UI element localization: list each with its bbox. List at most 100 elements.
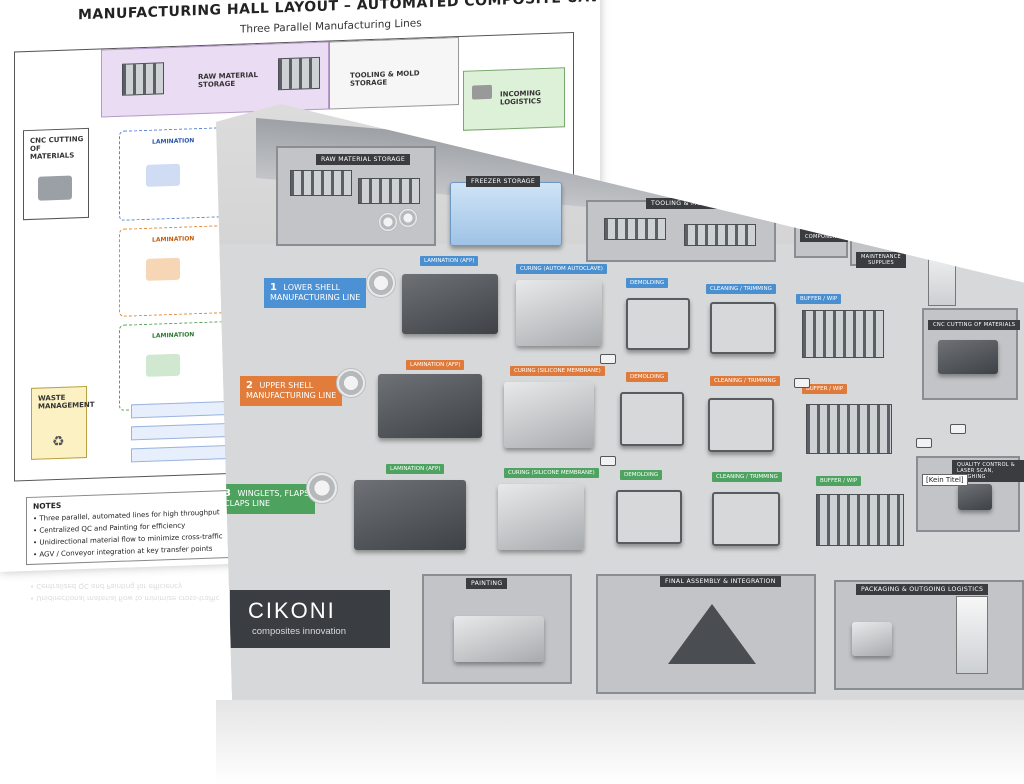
- zone-incoming-label: INCOMING LOGISTICS: [500, 89, 542, 107]
- line-1-station-cleaning: CLEANING / TRIMMING: [706, 284, 776, 294]
- robot-arm-icon: [146, 353, 180, 377]
- line-1-name: LOWER SHELL: [283, 283, 341, 292]
- truck-icon: [472, 84, 492, 100]
- line-3-station-cleaning: CLEANING / TRIMMING: [712, 472, 782, 482]
- material-roll: [366, 268, 396, 298]
- cnc-machine-icon: [38, 175, 72, 201]
- zone-raw-material-label: RAW MATERIAL STORAGE: [198, 70, 258, 90]
- outgoing-truck: [956, 596, 988, 674]
- line-3-name: WINGLETS, FLAPS: [237, 489, 310, 498]
- line-2-station-lamination: LAMINATION (AFP): [406, 360, 465, 370]
- line-1-autoclave: [516, 280, 602, 346]
- line-3-station-lamination: LAMINATION (AFP): [386, 464, 445, 474]
- line-3-number: 3: [224, 488, 231, 499]
- line-2-afp-machine: [378, 374, 482, 438]
- sign-incoming: INCOMING LOGISTICS: [916, 228, 999, 239]
- cikoni-logo: CIKONI composites innovation: [230, 590, 390, 648]
- line-3-trimming-cell: [712, 492, 780, 546]
- line-2-curing-press: [504, 382, 594, 448]
- line-3-station-curing: CURING (SILICONE MEMBRANE): [504, 468, 599, 478]
- zone-raw-material: RAW MATERIAL STORAGE: [101, 41, 329, 118]
- sign-cnc: CNC CUTTING OF MATERIALS: [928, 320, 1021, 330]
- line-2-station-cleaning: CLEANING / TRIMMING: [710, 376, 780, 386]
- zone-incoming-logistics: INCOMING LOGISTICS: [463, 67, 565, 131]
- cnc-cutter: [938, 340, 998, 374]
- freezer-cabinets: [450, 182, 562, 246]
- line-2-station-buffer: BUFFER / WIP: [802, 384, 848, 394]
- rack-icon: [122, 62, 164, 96]
- sign-freezer: FREEZER STORAGE: [466, 176, 541, 187]
- line-3-afp-machine: [354, 480, 466, 550]
- line-3-subname: CLAPS LINE: [224, 499, 270, 508]
- line-2-subname: MANUFACTURING LINE: [246, 391, 337, 400]
- line-2-station-curing: CURING (SILICONE MEMBRANE): [510, 366, 605, 376]
- zone-tooling: TOOLING & MOLD STORAGE: [329, 36, 459, 110]
- recycle-icon: ♻: [52, 433, 65, 451]
- line-2-station-demolding: DEMOLDING: [626, 372, 669, 382]
- line-1-station-curing: CURING (AUTOM AUTOCLAVE): [516, 264, 607, 274]
- line-3-station-demolding: DEMOLDING: [620, 470, 663, 480]
- zone-cnc: CNC CUTTING OF MATERIALS: [23, 127, 89, 221]
- sign-raw-material: RAW MATERIAL STORAGE: [316, 154, 411, 165]
- line-1-station-lamination: LAMINATION (AFP): [420, 256, 479, 266]
- line-1-afp-machine: [402, 274, 498, 334]
- line-2-number: 2: [246, 380, 253, 391]
- painting-room: [422, 574, 572, 684]
- sign-qc: QUALITY CONTROL & LASER SCAN, WEIGHING: [952, 460, 1024, 482]
- line-2-banner: 2 UPPER SHELL MANUFACTURING LINE: [240, 376, 343, 406]
- packaging-room: [834, 580, 1024, 690]
- tooling-rack: [604, 218, 666, 240]
- sign-painting: PAINTING: [466, 578, 508, 589]
- line-2-name: UPPER SHELL: [259, 381, 314, 390]
- schematic-line-3-station: LAMINATION: [152, 331, 195, 340]
- robot-arm-icon: [146, 163, 180, 187]
- sign-final-assembly: FINAL ASSEMBLY & INTEGRATION: [660, 576, 781, 587]
- line-1-demolding-cell: [626, 298, 690, 350]
- agv-vehicle: [600, 456, 616, 466]
- line-3-buffer-rack: [816, 494, 904, 546]
- agv-vehicle: [600, 354, 616, 364]
- line-3-demolding-cell: [616, 490, 682, 544]
- zone-waste-management: WASTE MANAGEMENT ♻: [31, 385, 95, 460]
- zone-cnc-label: CNC CUTTING OF MATERIALS: [30, 135, 84, 161]
- zone-tooling-label: TOOLING & MOLD STORAGE: [350, 69, 420, 88]
- packing-crate: [852, 622, 892, 656]
- robot-arm-icon: [146, 257, 180, 281]
- kein-titel-label: [Kein Titel]: [922, 474, 968, 486]
- paint-booth: [454, 616, 544, 662]
- material-roll: [336, 368, 366, 398]
- sign-parts: PARTS & COMPONENTS: [800, 226, 848, 242]
- logo-name: CIKONI: [248, 598, 336, 623]
- logo-tagline: composites innovation: [252, 626, 346, 637]
- line-1-banner: 1 LOWER SHELL MANUFACTURING LINE: [264, 278, 367, 308]
- factory-render: RAW MATERIAL STORAGE FREEZER STORAGE TOO…: [216, 104, 1024, 700]
- line-3-station-buffer: BUFFER / WIP: [816, 476, 862, 486]
- material-roll: [306, 472, 338, 504]
- line-1-station-buffer: BUFFER / WIP: [796, 294, 842, 304]
- zone-waste-label: WASTE MANAGEMENT: [38, 393, 95, 411]
- sign-tooling: TOOLING & MOLD STORAGE: [646, 198, 750, 209]
- schematic-line-2-station: LAMINATION: [152, 235, 195, 244]
- uav-airframe: [668, 604, 756, 664]
- sign-packaging: PACKAGING & OUTGOING LOGISTICS: [856, 584, 989, 595]
- schematic-subtitle: Three Parallel Manufacturing Lines: [240, 17, 422, 36]
- incoming-truck: [928, 240, 956, 306]
- tooling-room: [586, 200, 776, 262]
- final-assembly-room: [596, 574, 816, 694]
- agv-vehicle: [794, 378, 810, 388]
- tooling-rack: [684, 224, 756, 246]
- material-roll: [378, 212, 398, 232]
- line-3-curing-press: [498, 484, 584, 550]
- storage-rack: [358, 178, 420, 204]
- render-reflection: [216, 700, 1024, 784]
- line-3-banner: 3 WINGLETS, FLAPS CLAPS LINE: [218, 484, 316, 514]
- line-2-demolding-cell: [620, 392, 684, 446]
- line-1-buffer-rack: [802, 310, 884, 358]
- line-2-trimming-cell: [708, 398, 774, 452]
- material-roll: [398, 208, 418, 228]
- storage-rack: [290, 170, 352, 196]
- line-1-station-demolding: DEMOLDING: [626, 278, 669, 288]
- agv-vehicle: [916, 438, 932, 448]
- line-2-buffer-rack: [806, 404, 892, 454]
- laser-scanner: [958, 484, 992, 510]
